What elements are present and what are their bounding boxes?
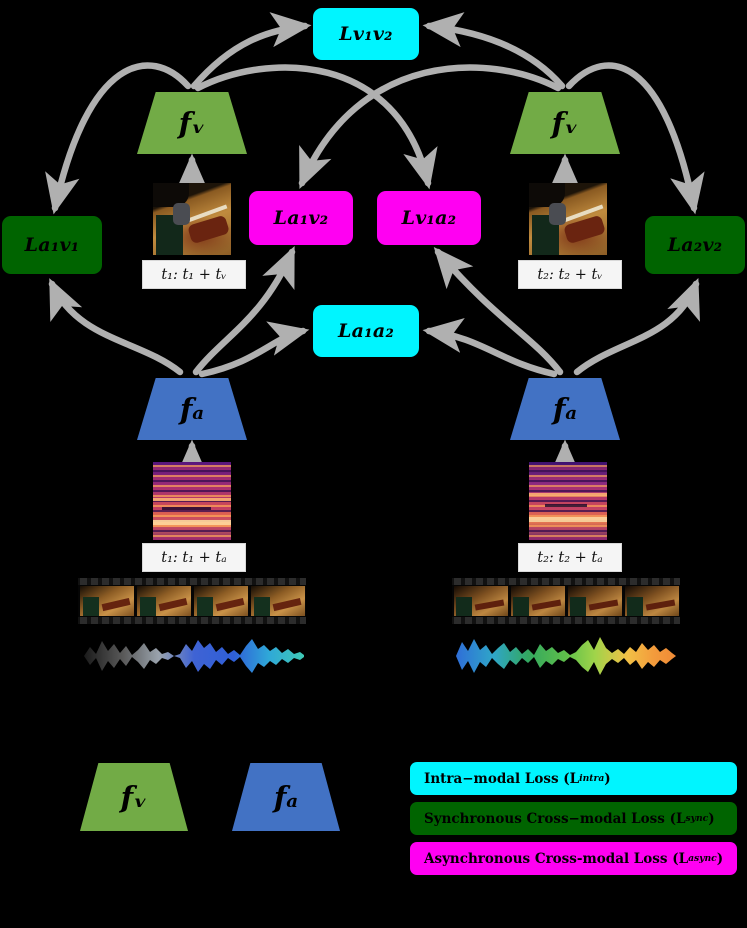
- arrow-fvright-to-lv1v2: [422, 12, 566, 90]
- filmstrip-frame: [454, 586, 508, 616]
- time-label-video-right: t₂: t₂ + tᵥ: [518, 260, 622, 289]
- loss-label: La₁v₁: [24, 234, 80, 256]
- encoder-label: fₐ: [179, 392, 205, 426]
- loss-node-la2v2[interactable]: La₂v₂: [645, 216, 745, 274]
- trapezoid-shape: [80, 763, 188, 831]
- legend-label: Intra−modal Loss (L: [424, 770, 580, 787]
- face-blur-patch: [548, 203, 566, 225]
- encoder-label: fᵥ: [178, 106, 206, 140]
- trapezoid-shape: [232, 763, 340, 831]
- filmstrip-left: [78, 578, 306, 624]
- time-label-video-left: t₁: t₁ + tᵥ: [142, 260, 246, 289]
- sprocket-holes-top: [78, 578, 306, 585]
- encoder-fv-left[interactable]: fᵥ: [137, 92, 247, 154]
- loss-label: La₂v₂: [667, 234, 723, 256]
- arrow-faleft-to-la1v1: [48, 278, 184, 376]
- face-blur-patch: [172, 203, 190, 225]
- waveform-left: [84, 639, 304, 673]
- video-frame-left: [153, 183, 231, 255]
- encoder-fa-right[interactable]: fₐ: [510, 378, 620, 440]
- trapezoid-shape: [510, 92, 620, 154]
- time-label-text: t₂: t₂ + tᵥ: [537, 266, 603, 283]
- spectrogram-left: [153, 462, 231, 540]
- arrow-faright-to-la1a2: [422, 318, 558, 378]
- sprocket-holes-bottom: [78, 617, 306, 624]
- legend-label: Synchronous Cross−modal Loss (L: [424, 810, 686, 827]
- loss-node-la1a2[interactable]: La₁a₂: [313, 305, 419, 357]
- filmstrip-frame: [80, 586, 134, 616]
- legend-encoder-label: fᵥ: [120, 780, 148, 814]
- filmstrip-frame: [194, 586, 248, 616]
- filmstrip-frame: [511, 586, 565, 616]
- waveform-right: [456, 637, 676, 675]
- trapezoid-shape: [137, 378, 247, 440]
- legend-subscript: intra: [579, 773, 605, 784]
- legend-encoder-fa: fₐ: [232, 763, 340, 831]
- trapezoid-shape: [137, 92, 247, 154]
- loss-label: La₁a₂: [337, 320, 395, 342]
- arrow-fvleft-to-lv1v2: [190, 12, 312, 90]
- sprocket-holes-bottom: [452, 617, 680, 624]
- loss-node-lv1v2[interactable]: Lv₁v₂: [313, 8, 419, 60]
- filmstrip-right: [452, 578, 680, 624]
- legend-tail: ): [708, 810, 715, 827]
- loss-label: La₁v₂: [273, 207, 329, 229]
- time-label-audio-left: t₁: t₁ + tₐ: [142, 543, 246, 572]
- encoder-label: fₐ: [552, 392, 578, 426]
- waveform-path: [84, 639, 304, 673]
- loss-node-la1v1[interactable]: La₁v₁: [2, 216, 102, 274]
- loss-label: Lv₁v₂: [339, 23, 393, 45]
- legend-encoder-fv: fᵥ: [80, 763, 188, 831]
- sprocket-holes-top: [452, 578, 680, 585]
- arrow-faleft-to-la1a2: [198, 321, 310, 378]
- arrow-faright-to-la2v2: [573, 277, 700, 376]
- time-label-text: t₂: t₂ + tₐ: [537, 549, 603, 566]
- filmstrip-frame: [625, 586, 679, 616]
- legend-encoder-label: fₐ: [273, 780, 299, 814]
- encoder-label: fᵥ: [551, 106, 579, 140]
- loss-node-la1v2[interactable]: La₁v₂: [249, 191, 353, 245]
- legend-subscript: sync: [685, 813, 709, 824]
- legend-tail: ): [604, 770, 611, 787]
- spectrogram-right: [529, 462, 607, 540]
- loss-label: Lv₁a₂: [401, 207, 457, 229]
- time-label-text: t₁: t₁ + tₐ: [161, 549, 227, 566]
- encoder-fv-right[interactable]: fᵥ: [510, 92, 620, 154]
- waveform-path: [456, 637, 676, 675]
- loss-node-lv1a2[interactable]: Lv₁a₂: [377, 191, 481, 245]
- video-frame-right: [529, 183, 607, 255]
- filmstrip-frame: [137, 586, 191, 616]
- legend-subscript: async: [688, 853, 717, 864]
- filmstrip-frame: [251, 586, 305, 616]
- trapezoid-shape: [510, 378, 620, 440]
- legend-label: Asynchronous Cross-modal Loss (L: [424, 850, 689, 867]
- filmstrip-frame: [568, 586, 622, 616]
- time-label-text: t₁: t₁ + tᵥ: [161, 266, 227, 283]
- encoder-fa-left[interactable]: fₐ: [137, 378, 247, 440]
- legend-tail: ): [716, 850, 724, 867]
- time-label-audio-right: t₂: t₂ + tₐ: [518, 543, 622, 572]
